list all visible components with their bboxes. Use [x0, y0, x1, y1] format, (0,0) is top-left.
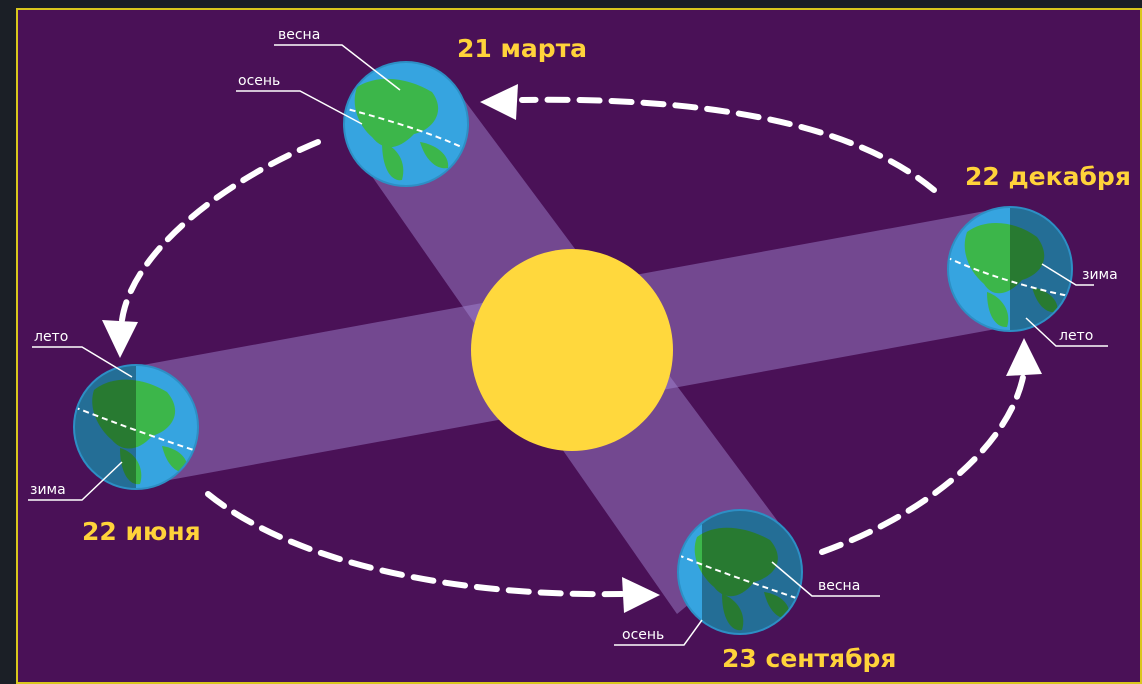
orbit-path — [119, 96, 1027, 598]
orbit-arrowheads — [102, 84, 1042, 613]
season-label-september-bottom: осень — [622, 627, 664, 643]
season-label-june-top: лето — [34, 329, 68, 345]
season-label-march-bottom: осень — [238, 73, 280, 89]
diagram-frame: 21 марта 22 декабря 22 июня 23 сентября … — [16, 8, 1142, 684]
earth-september — [677, 509, 803, 635]
seasons-diagram: 21 марта 22 декабря 22 июня 23 сентября … — [28, 27, 1131, 673]
leader-lines — [28, 44, 1108, 646]
season-label-december-top: зима — [1082, 267, 1118, 283]
arrowhead-icon — [102, 320, 138, 358]
season-label-june-bottom: зима — [30, 482, 66, 498]
sun — [471, 249, 673, 451]
date-september: 23 сентября — [722, 644, 897, 673]
earth-march — [343, 61, 469, 187]
date-march: 21 марта — [457, 34, 587, 63]
date-december: 22 декабря — [965, 162, 1131, 191]
arrowhead-icon — [480, 84, 518, 120]
date-june: 22 июня — [82, 517, 201, 546]
season-label-december-bottom: лето — [1059, 328, 1093, 344]
season-label-september-top: весна — [818, 578, 860, 594]
arrowhead-icon — [622, 577, 660, 613]
arrowhead-icon — [1006, 338, 1042, 376]
season-label-march-top: весна — [278, 27, 320, 43]
